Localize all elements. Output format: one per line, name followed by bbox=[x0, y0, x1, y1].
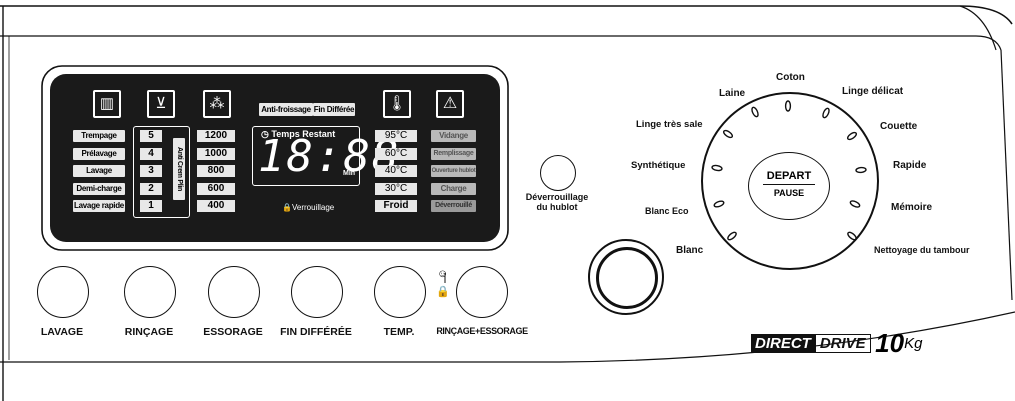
power-knob-inner bbox=[596, 247, 658, 309]
door-unlock-button[interactable] bbox=[540, 155, 576, 191]
program-led bbox=[711, 164, 723, 172]
program-label: Coton bbox=[776, 72, 805, 83]
program-label: Linge délicat bbox=[842, 86, 904, 97]
lcd-display bbox=[50, 74, 500, 242]
wash-option: Demi-charge bbox=[73, 183, 125, 195]
spin-speed: 600 bbox=[197, 183, 235, 195]
spin-speed: 1200 bbox=[197, 130, 235, 142]
rinse-spin-button-label: RINÇAGE+ESSORAGE bbox=[436, 326, 528, 336]
status-indicator: Charge bbox=[431, 183, 476, 195]
capacity-value: 10 bbox=[875, 328, 905, 358]
status-indicator: Vidange bbox=[431, 130, 476, 142]
warning-triangle-icon: ⚠ bbox=[436, 90, 464, 118]
program-label: Linge très sale bbox=[636, 119, 703, 130]
spin-speed: 400 bbox=[197, 200, 235, 212]
wash-option: Lavage rapide bbox=[73, 200, 125, 212]
spin-button[interactable] bbox=[208, 266, 260, 318]
temperature-option: 40°C bbox=[375, 165, 417, 177]
program-led bbox=[727, 231, 737, 241]
delay-end-tag: Fin Différée bbox=[313, 103, 355, 116]
program-led bbox=[855, 166, 867, 174]
start-pause-divider bbox=[763, 184, 815, 185]
brand-direct: DIRECT bbox=[751, 334, 815, 353]
wash-button[interactable] bbox=[37, 266, 89, 318]
delay-end-button[interactable] bbox=[291, 266, 343, 318]
pause-label: PAUSE bbox=[773, 188, 805, 198]
status-indicator: Déverrouillé bbox=[431, 200, 476, 212]
program-led bbox=[847, 231, 857, 241]
spin-speed: 800 bbox=[197, 165, 235, 177]
program-label: Laine bbox=[719, 88, 746, 99]
child-lock-icon: 🔒 bbox=[436, 286, 450, 298]
time-unit: Min bbox=[343, 170, 356, 177]
temperature-button-label: TEMP. bbox=[383, 326, 415, 338]
clock-icon: ◷ bbox=[261, 129, 269, 139]
rinse-count: 4 bbox=[140, 148, 162, 160]
program-label: Couette bbox=[880, 121, 918, 132]
temperature-button[interactable] bbox=[374, 266, 426, 318]
program-led bbox=[751, 106, 759, 118]
time-frame bbox=[252, 126, 360, 186]
time-label: Temps Restant bbox=[271, 129, 336, 139]
door-unlock-line1: Déverrouillage bbox=[525, 192, 589, 202]
wash-option: Trempage bbox=[73, 130, 125, 142]
program-led bbox=[722, 129, 734, 139]
rinse-count: 1 bbox=[140, 200, 162, 212]
lock-icon: 🔒 bbox=[282, 203, 292, 212]
status-indicator: Remplissage bbox=[431, 148, 476, 160]
child-lock-face-icon: ☺ bbox=[437, 268, 449, 280]
program-label: Blanc Eco bbox=[645, 206, 689, 216]
wash-option: Lavage bbox=[73, 165, 125, 177]
power-knob[interactable] bbox=[588, 239, 664, 315]
start-pause-button[interactable]: DEPART PAUSE bbox=[748, 152, 830, 220]
temperature-option: 95°C bbox=[375, 130, 417, 142]
program-led bbox=[846, 131, 858, 141]
rinse-count: 5 bbox=[140, 130, 162, 142]
delay-end-button-label: FIN DIFFÉRÉE bbox=[280, 326, 352, 338]
rinse-count: 3 bbox=[140, 165, 162, 177]
temperature-option: Froid bbox=[375, 200, 417, 212]
anti-crease-tag: Anti-froissage bbox=[259, 103, 313, 116]
rinse-count: 2 bbox=[140, 183, 162, 195]
program-label: Nettoyage du tambour bbox=[874, 245, 970, 255]
temperature-option: 60°C bbox=[375, 148, 417, 160]
program-led bbox=[822, 107, 830, 119]
spin-button-label: ESSORAGE bbox=[203, 326, 263, 338]
spin-icon: ⁂ bbox=[203, 90, 231, 118]
program-label: Synthétique bbox=[631, 160, 686, 171]
spin-speed: 1000 bbox=[197, 148, 235, 160]
rinse-vertical-label: Anti Crem Plin bbox=[173, 138, 185, 200]
temperature-option: 30°C bbox=[375, 183, 417, 195]
rinse-group-frame bbox=[133, 126, 190, 218]
wash-option: Prélavage bbox=[73, 148, 125, 160]
brand-drive: DRIVE bbox=[814, 334, 871, 353]
wash-button-label: LAVAGE bbox=[40, 326, 84, 338]
program-dial[interactable] bbox=[701, 92, 879, 270]
rinse-button[interactable] bbox=[124, 266, 176, 318]
program-led bbox=[784, 100, 792, 112]
wash-basin-icon: ▥ bbox=[93, 90, 121, 118]
program-label: Mémoire bbox=[891, 202, 933, 213]
thermometer-icon: 🌡 bbox=[383, 90, 411, 118]
door-unlock-line2: du hublot bbox=[536, 202, 578, 212]
program-label: Blanc bbox=[676, 245, 704, 256]
door-unlock-label: Déverrouillage du hublot bbox=[520, 192, 594, 212]
rinse-button-label: RINÇAGE bbox=[124, 326, 174, 338]
capacity-unit: Kg bbox=[904, 335, 923, 352]
lock-indicator: 🔒Verrouillage bbox=[282, 203, 334, 212]
program-label: Rapide bbox=[893, 160, 927, 171]
time-label-group: ◷ Temps Restant bbox=[261, 129, 335, 140]
rinse-spin-button[interactable] bbox=[456, 266, 508, 318]
program-led bbox=[849, 200, 861, 208]
start-label: DEPART bbox=[766, 170, 812, 182]
program-led bbox=[713, 200, 725, 208]
rinse-icon: ⊻ bbox=[147, 90, 175, 118]
dial-led-marks bbox=[711, 100, 867, 241]
lock-label: Verrouillage bbox=[291, 203, 335, 212]
status-indicator: Ouverture hublot bbox=[431, 165, 476, 177]
